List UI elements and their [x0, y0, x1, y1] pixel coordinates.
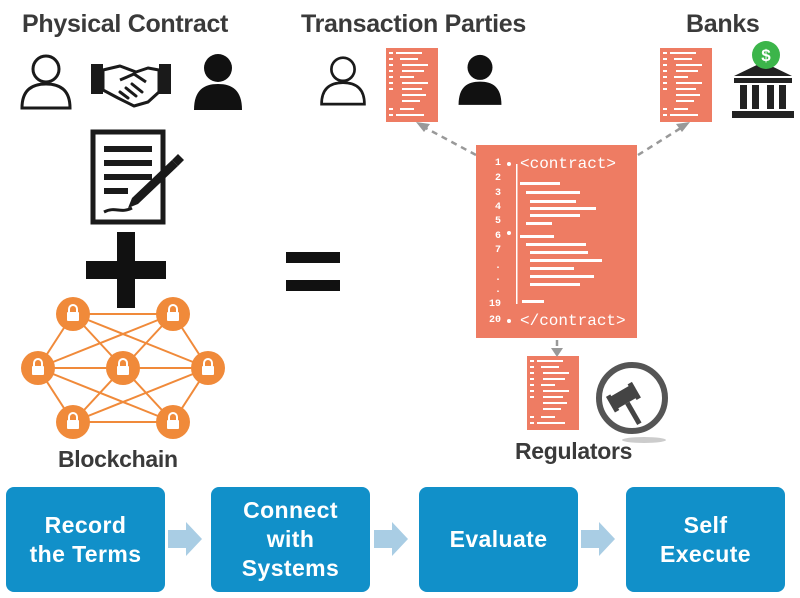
contract-close-tag: </contract> [520, 312, 626, 330]
line-number: 20 [488, 315, 501, 326]
party-contract-copy [386, 48, 438, 122]
person-filled-icon [194, 54, 242, 110]
line-number: 5 [494, 216, 501, 227]
person-outline-icon [20, 54, 72, 110]
gavel-icon [596, 362, 668, 443]
smart-contract-code: 1 2 3 4 5 6 7 . . . 19 20 <contract> </c… [476, 145, 637, 338]
line-number: . [494, 273, 501, 284]
line-number: . [494, 285, 501, 296]
mini-contract-lines-icon [663, 52, 702, 116]
bank-dollar-symbol: $ [761, 46, 771, 65]
line-number: . [494, 261, 501, 272]
transaction-parties-heading: Transaction Parties [301, 10, 526, 38]
contract-open-tag: <contract> [520, 155, 617, 173]
step-evaluate: Evaluate [419, 487, 578, 592]
line-number: 2 [494, 173, 501, 184]
line-number: 4 [494, 202, 501, 213]
blockchain-network-icon [21, 297, 225, 439]
step-connect-systems: Connect with Systems [211, 487, 370, 592]
code-lines-icon [507, 162, 602, 323]
line-number: 3 [494, 188, 501, 199]
step-record-terms: Record the Terms [6, 487, 165, 592]
distribution-connectors [416, 122, 690, 357]
party-person-outline-icon [320, 56, 366, 106]
bank-icon: $ [732, 41, 794, 118]
line-number: 1 [494, 158, 501, 169]
line-number: 7 [494, 245, 501, 256]
regulators-heading: Regulators [515, 438, 633, 464]
step-arrow-icon [581, 522, 615, 556]
plus-icon [86, 232, 166, 308]
equals-icon [286, 252, 340, 291]
blockchain-heading: Blockchain [58, 446, 178, 472]
physical-contract-heading: Physical Contract [22, 10, 229, 38]
mini-contract-lines-icon [530, 360, 569, 424]
handshake-icon [91, 64, 171, 108]
banks-heading: Banks [686, 10, 760, 38]
line-number: 6 [494, 231, 501, 242]
step-self-execute: Self Execute [626, 487, 785, 592]
line-number: 19 [488, 299, 501, 310]
bank-contract-copy [660, 48, 712, 122]
party-person-filled-icon [458, 54, 502, 105]
step-arrow-icon [168, 522, 202, 556]
step-arrow-icon [374, 522, 408, 556]
regulator-contract-copy [527, 356, 579, 430]
mini-contract-lines-icon [389, 52, 428, 116]
signed-document-icon [90, 129, 184, 225]
